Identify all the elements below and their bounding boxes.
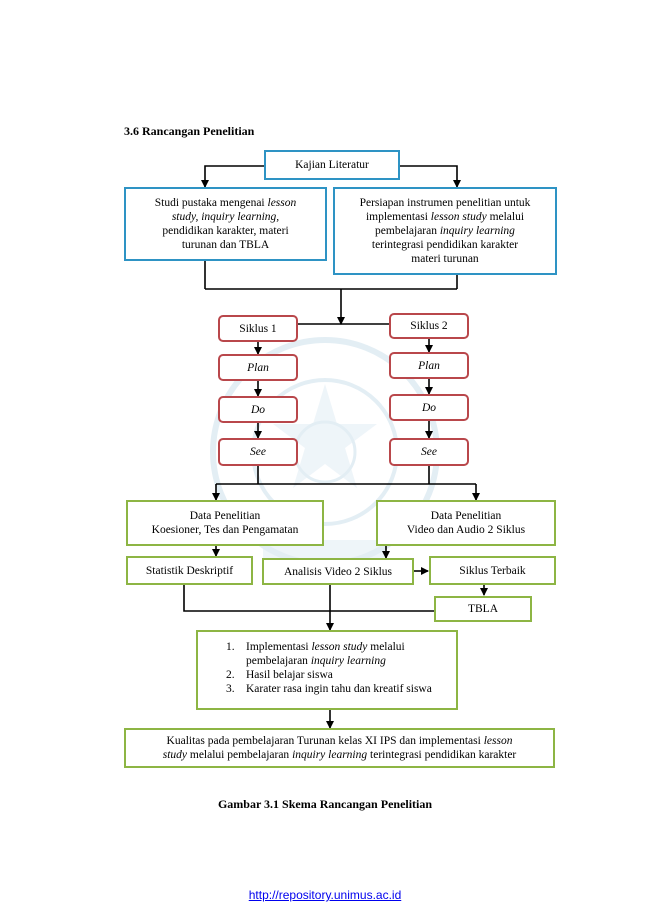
persiapan-text-italic: lesson study [430,211,487,223]
tbla-box: TBLA [434,596,532,622]
persiapan-text: pembelajaran [375,225,440,237]
persiapan-text: Persiapan instrumen penelitian untuk [359,197,531,209]
statistik-label: Statistik Deskriptif [145,564,234,577]
list-item: 1. Implementasi lesson study melalui pem… [226,640,450,668]
persiapan-text: melalui [486,211,525,223]
list-text: pembelajaran [246,655,311,667]
plan-box-siklus-2: Plan [389,352,469,379]
kualitas-text: terintegrasi pendidikan karakter [367,749,517,761]
studi-pustaka-box: Studi pustaka mengenai lesson study, inq… [124,187,327,261]
siklus-terbaik-box: Siklus Terbaik [429,556,556,585]
footer: http://repository.unimus.ac.id [0,888,650,902]
section-heading: 3.6 Rancangan Penelitian [124,124,255,138]
list-text: Implementasi [246,641,312,653]
do-box-siklus-1: Do [218,396,298,423]
see-label: See [250,446,266,458]
siklus-terbaik-label: Siklus Terbaik [459,564,526,577]
list-text: melalui [367,641,405,653]
data-2-title: Data Penelitian [430,510,502,522]
plan-box-siklus-1: Plan [218,354,298,381]
siklus-1-box: Siklus 1 [218,315,298,342]
see-box-siklus-1: See [218,438,298,466]
hasil-list-box: 1. Implementasi lesson study melalui pem… [196,630,458,710]
list-number: 2. [226,669,235,681]
list-text-italic: inquiry learning [310,655,386,667]
plan-label: Plan [247,361,269,374]
statistik-deskriptif-box: Statistik Deskriptif [126,556,253,585]
kajian-literatur-label: Kajian Literatur [295,159,369,171]
persiapan-text: implementasi [365,211,431,223]
studi-text: Studi pustaka mengenai [154,197,268,209]
kualitas-text-italic: lesson [483,735,513,747]
kualitas-text-italic: inquiry learning [292,749,368,761]
list-text: Hasil belajar siswa [246,669,333,681]
kualitas-text: Kualitas pada pembelajaran Turunan kelas… [166,735,484,747]
list-number: 1. [226,641,235,653]
kajian-literatur-box: Kajian Literatur [264,150,400,180]
siklus-2-label: Siklus 2 [410,320,448,332]
data-penelitian-1-box: Data Penelitian Koesioner, Tes dan Penga… [126,500,324,546]
list-item: 2. Hasil belajar siswa [226,668,450,682]
do-label: Do [250,403,266,416]
do-box-siklus-2: Do [389,394,469,421]
do-label: Do [421,401,437,414]
tbla-label: TBLA [467,603,499,615]
data-1-detail: Koesioner, Tes dan Pengamatan [151,524,299,536]
figure-caption: Gambar 3.1 Skema Rancangan Penelitian [217,797,433,811]
persiapan-text-italic: inquiry learning [439,225,515,237]
list-text: Karater rasa ingin tahu dan kreatif sisw… [246,683,432,695]
plan-label: Plan [418,359,440,372]
list-number: 3. [226,683,235,695]
studi-text: pendidikan karakter, materi [162,225,289,237]
data-1-title: Data Penelitian [189,510,261,522]
persiapan-text: terintegrasi pendidikan karakter [371,239,519,251]
persiapan-text: materi turunan [411,253,479,265]
repository-link[interactable]: http://repository.unimus.ac.id [248,888,402,902]
analisis-label: Analisis Video 2 Siklus [283,565,393,578]
data-2-detail: Video dan Audio 2 Siklus [406,524,526,536]
kualitas-text: melalui pembelajaran [187,749,293,761]
siklus-1-label: Siklus 1 [239,322,277,335]
studi-text: turunan dan TBLA [181,239,270,251]
see-box-siklus-2: See [389,438,469,466]
analisis-video-box: Analisis Video 2 Siklus [262,558,414,585]
kualitas-box: Kualitas pada pembelajaran Turunan kelas… [124,728,555,768]
siklus-2-box: Siklus 2 [389,313,469,339]
studi-text-italic: study, inquiry learning, [171,211,280,223]
list-item: 3. Karater rasa ingin tahu dan kreatif s… [226,682,450,696]
kualitas-text-italic: study [162,749,187,761]
data-penelitian-2-box: Data Penelitian Video dan Audio 2 Siklus [376,500,556,546]
see-label: See [421,446,437,458]
studi-text-italic: lesson [267,197,297,209]
persiapan-instrumen-box: Persiapan instrumen penelitian untuk imp… [333,187,557,275]
list-text-italic: lesson study [311,641,368,653]
